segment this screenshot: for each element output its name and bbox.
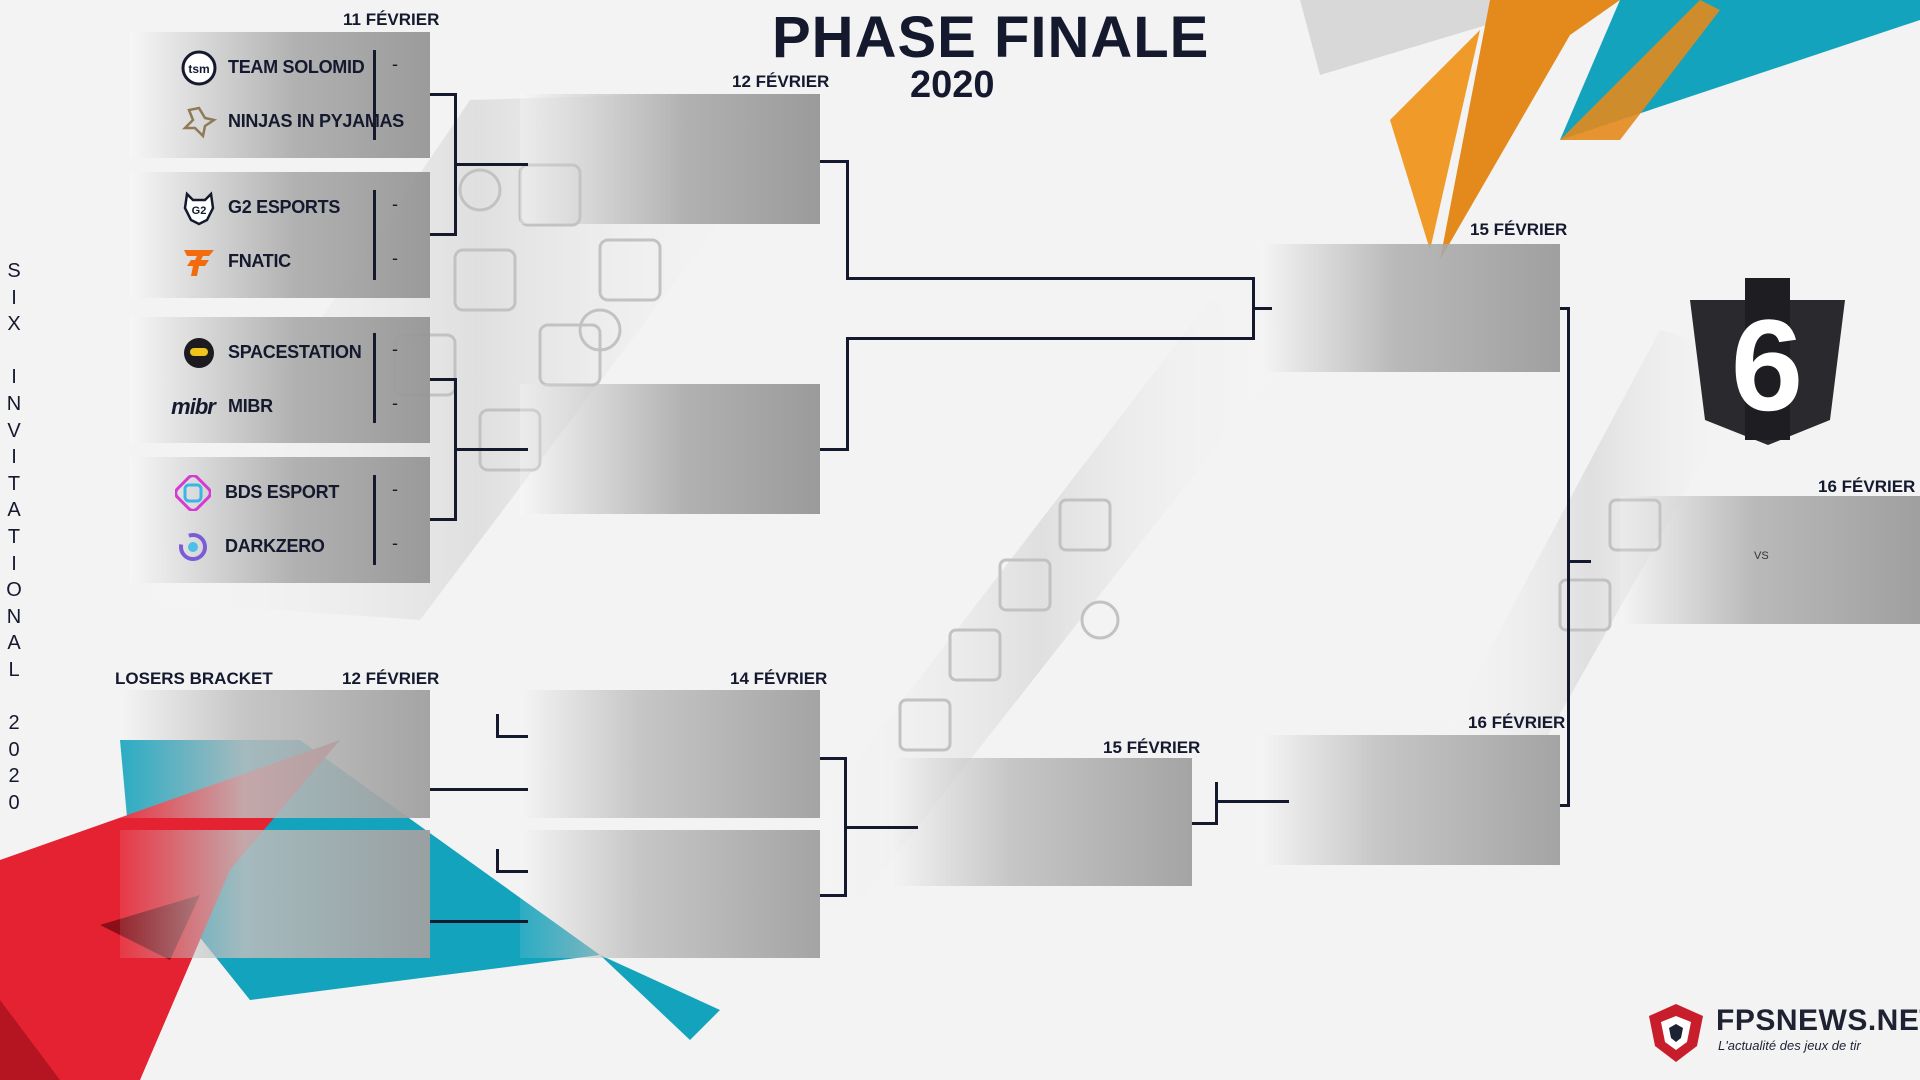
team-name: BDS ESPORT	[225, 482, 340, 502]
match-divider	[373, 50, 376, 140]
team-row: FNATIC -	[130, 236, 430, 288]
team-row: SPACESTATION -	[130, 327, 430, 379]
team-name: NINJAS IN PYJAMAS	[228, 111, 404, 131]
date-losers-final: 16 FÉVRIER	[1468, 713, 1566, 732]
fpsnews-logo-icon	[1649, 1004, 1703, 1062]
team-score: -	[392, 54, 398, 74]
grand-final-vs: VS	[1754, 550, 1769, 562]
upper-r2-match-2	[520, 384, 820, 514]
team-row: G2 G2 ESPORTS -	[130, 182, 430, 234]
match-card-2: G2 G2 ESPORTS - FNATIC -	[130, 172, 430, 298]
grand-final-match	[1620, 496, 1920, 624]
team-row: BDS ESPORT -	[130, 467, 430, 519]
brand-name: FPSNEWS.NET	[1716, 1004, 1920, 1037]
losers-bracket-label: LOSERS BRACKET	[115, 669, 273, 688]
page-title: PHASE FINALE	[772, 5, 1210, 70]
svg-text:6: 6	[1731, 292, 1803, 438]
match-divider	[373, 190, 376, 280]
match-divider	[373, 475, 376, 565]
date-losers-r3: 15 FÉVRIER	[1103, 738, 1201, 757]
match-card-3: SPACESTATION - mibr MIBR -	[130, 317, 430, 443]
darkzero-logo-icon	[174, 529, 212, 565]
date-grand-final: 16 FÉVRIER	[1818, 477, 1916, 496]
losers-r1-match-1	[120, 690, 430, 818]
date-losers-r1: 12 FÉVRIER	[342, 669, 440, 688]
date-losers-r2: 14 FÉVRIER	[730, 669, 828, 688]
losers-r3-match	[890, 758, 1192, 886]
match-card-4: BDS ESPORT - DARKZERO -	[130, 457, 430, 583]
date-upper-r1: 11 FÉVRIER	[343, 10, 440, 29]
six-invitational-logo: 6	[1690, 278, 1845, 445]
tsm-logo-icon: tsm	[180, 50, 218, 86]
date-upper-final: 15 FÉVRIER	[1470, 220, 1568, 239]
g2-logo-icon: G2	[180, 190, 218, 226]
brand-tagline: L'actualité des jeux de tir	[1718, 1038, 1861, 1053]
svg-text:G2: G2	[192, 205, 207, 217]
bds-logo-icon	[174, 475, 212, 511]
mibr-logo-icon: mibr	[171, 394, 216, 419]
match-card-1: tsm TEAM SOLOMID - NINJAS IN PYJAMAS -	[130, 32, 430, 158]
team-score: -	[392, 194, 398, 214]
team-name: MIBR	[228, 396, 273, 416]
losers-r2-match-2	[520, 830, 820, 958]
team-row: DARKZERO -	[130, 521, 430, 573]
team-name: G2 ESPORTS	[228, 197, 341, 217]
losers-final-match	[1260, 735, 1560, 865]
team-name: FNATIC	[228, 251, 291, 271]
spacestation-logo-icon	[180, 335, 218, 371]
losers-r2-match-1	[520, 690, 820, 818]
match-divider	[373, 333, 376, 423]
svg-text:tsm: tsm	[188, 62, 209, 76]
team-score: -	[392, 248, 398, 268]
team-score: -	[392, 533, 398, 553]
team-score: -	[392, 479, 398, 499]
team-name: DARKZERO	[225, 536, 325, 556]
team-name: SPACESTATION	[228, 342, 362, 362]
losers-r1-match-2	[120, 830, 430, 958]
team-score: -	[392, 393, 398, 413]
team-row: tsm TEAM SOLOMID -	[130, 42, 430, 94]
team-name: TEAM SOLOMID	[228, 57, 365, 77]
team-score: -	[392, 108, 398, 128]
team-row: NINJAS IN PYJAMAS -	[130, 96, 430, 148]
upper-r2-match-1	[520, 94, 820, 224]
team-score: -	[392, 339, 398, 359]
page-year: 2020	[910, 64, 995, 106]
nip-logo-icon	[180, 104, 218, 140]
date-upper-r2: 12 FÉVRIER	[732, 72, 830, 91]
team-row: mibr MIBR -	[130, 381, 430, 433]
fnatic-logo-icon	[180, 244, 218, 280]
upper-final-match	[1260, 244, 1560, 372]
